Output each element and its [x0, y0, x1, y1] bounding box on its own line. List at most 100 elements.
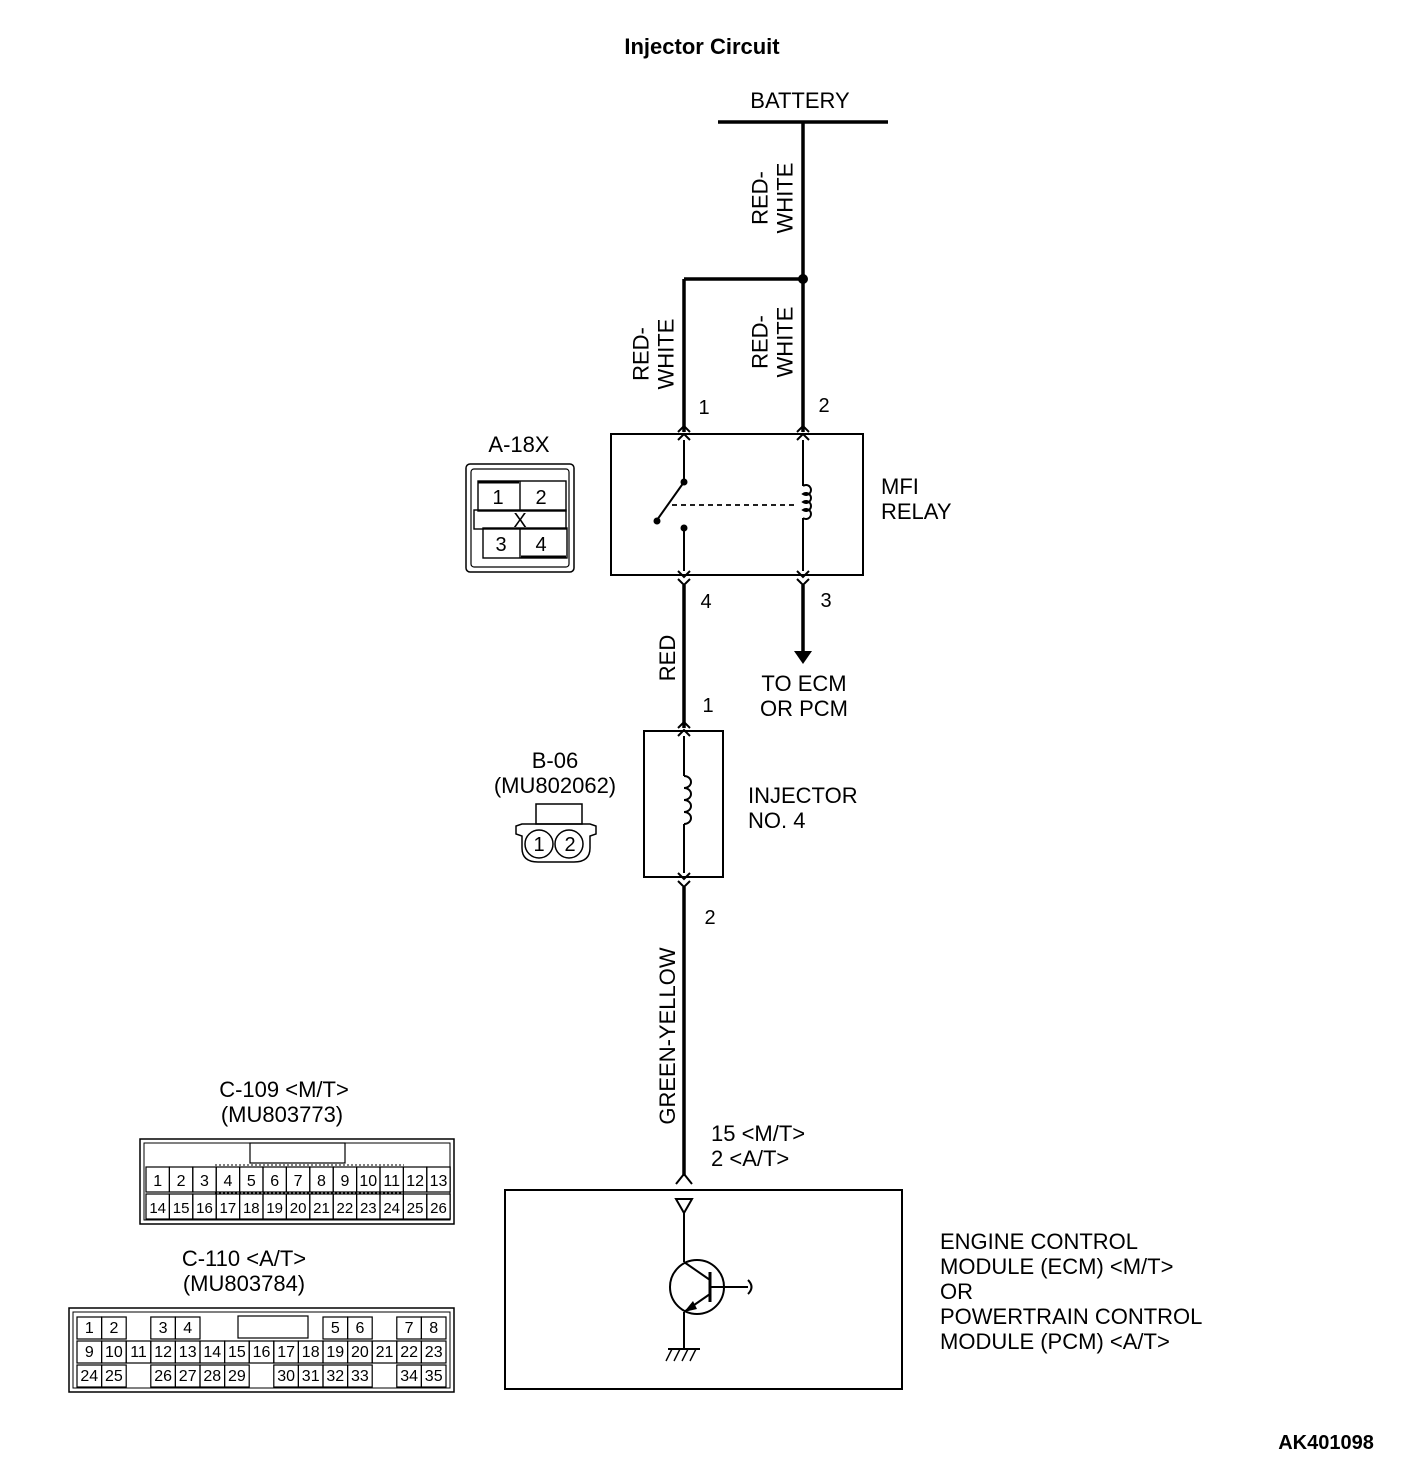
c110-row1-cell-label: 4: [183, 1320, 192, 1337]
c110-row3-cell-label: 35: [425, 1368, 443, 1385]
c109-row2-cell-label: 18: [243, 1200, 260, 1217]
module-line-3: OR: [940, 1279, 973, 1304]
c110-row2-cell-label: 22: [400, 1344, 418, 1361]
c110-row2-cell-label: 18: [302, 1344, 320, 1361]
module-pin-at: 2 <A/T>: [711, 1146, 789, 1171]
c110-row3-cell-label: 27: [179, 1368, 197, 1385]
wire-label-line: WHITE: [773, 307, 798, 378]
relay-connector-cell-4: 4: [535, 534, 546, 556]
injector-pin-2: 2: [704, 907, 715, 929]
c110-row3-cell-label: 33: [351, 1368, 369, 1385]
injector-name-line1: INJECTOR: [748, 783, 858, 808]
c110-row2-cell-label: 15: [228, 1344, 246, 1361]
c110-row1-cell-label: 1: [85, 1320, 94, 1337]
figure-id: AK401098: [1278, 1432, 1374, 1454]
c109-connector-part-no: (MU803773): [221, 1102, 343, 1127]
wire-label-line: GREEN-YELLOW: [655, 947, 680, 1124]
c109-row1-cell-label: 9: [340, 1173, 349, 1190]
c109-row1-cell-label: 7: [294, 1173, 303, 1190]
module-line-2: MODULE (ECM) <M/T>: [940, 1254, 1173, 1279]
c109-row1-cell-label: 4: [223, 1173, 232, 1190]
c109-row1-cell-label: 6: [270, 1173, 279, 1190]
relay-pin-4: 4: [700, 591, 711, 613]
relay-connector-mark: X: [513, 510, 526, 532]
c109-row2-cell-label: 17: [220, 1200, 237, 1217]
wire-label-injector-to-module: GREEN-YELLOW: [655, 947, 680, 1124]
c110-row3-cell-label: 25: [105, 1368, 123, 1385]
c110-connector-part-no: (MU803784): [183, 1271, 305, 1296]
c110-row2-cell-label: 12: [154, 1344, 172, 1361]
c109-row2-cell-label: 25: [407, 1200, 424, 1217]
relay-connector-cell-3: 3: [495, 534, 506, 556]
to-ecm-line1: TO ECM: [761, 671, 846, 696]
wire-label-relay-pin2: RED-WHITE: [748, 307, 798, 378]
c110-row3-cell-label: 30: [277, 1368, 295, 1385]
diagram-title: Injector Circuit: [624, 34, 780, 59]
c110-connector-id: C-110 <A/T>: [182, 1246, 306, 1271]
c110-row1-cell-label: 8: [429, 1320, 438, 1337]
c110-row2-cell-label: 19: [326, 1344, 344, 1361]
c110-row3-cell: [420, 1364, 447, 1388]
wire-label-line: RED-: [748, 315, 773, 369]
wire-label-line: WHITE: [654, 319, 679, 390]
injector-connector-cell-2: 2: [564, 834, 575, 856]
c109-row2-cell-label: 26: [430, 1200, 447, 1217]
c110-row2-cell-label: 10: [105, 1344, 123, 1361]
mfi-relay-box: [610, 433, 864, 576]
to-ecm-arrow: [794, 651, 812, 664]
module-driver-transistor: [665, 1198, 753, 1362]
c109-row2-cell-label: 22: [337, 1200, 354, 1217]
relay-pin-3: 3: [820, 590, 831, 612]
c109-row2-cell-label: 19: [266, 1200, 283, 1217]
c109-row1-cell-label: 2: [177, 1173, 186, 1190]
c109-row2-cell-label: 21: [313, 1200, 330, 1217]
c110-row1-cell-label: 2: [109, 1320, 118, 1337]
injector-name-line2: NO. 4: [748, 808, 805, 833]
c110-row2-cell-label: 11: [130, 1344, 147, 1361]
c110-row3-cell-label: 24: [80, 1368, 98, 1385]
injector-connector-cell-1: 1: [533, 834, 544, 856]
relay-connector-cell-2: 2: [535, 487, 546, 509]
c110-row2-cell-label: 14: [203, 1344, 221, 1361]
to-ecm-line2: OR PCM: [760, 696, 848, 721]
c109-row1-cell-label: 10: [359, 1173, 377, 1190]
c110-row3-cell-label: 31: [302, 1368, 320, 1385]
c110-row1-cell-label: 5: [331, 1320, 340, 1337]
c109-row1-cell-label: 12: [406, 1173, 424, 1190]
c109-row1-cell-label: 13: [430, 1173, 448, 1190]
c110-row3-cell-label: 26: [154, 1368, 172, 1385]
c109-row2-cell-label: 15: [173, 1200, 190, 1217]
c109-row2-cell-label: 16: [196, 1200, 213, 1217]
module-terminal-marker: [675, 1172, 693, 1185]
c110-row3-cell: [100, 1364, 127, 1388]
c109-row2-cell-label: 24: [383, 1200, 400, 1217]
injector-connector-id: B-06: [532, 748, 578, 773]
c109-row1-cell-label: 8: [317, 1173, 326, 1190]
injector-pin-1: 1: [702, 695, 713, 717]
battery-label: BATTERY: [750, 88, 850, 113]
injector-connector-part-no: (MU802062): [494, 773, 616, 798]
injector-coil: [683, 736, 692, 873]
c109-row1-cell-label: 11: [383, 1173, 400, 1190]
wire-label-line: WHITE: [773, 163, 798, 234]
c110-row2-cell-label: 9: [85, 1344, 94, 1361]
c110-row2-cell-label: 13: [179, 1344, 197, 1361]
wire-label-line: RED-: [629, 327, 654, 381]
c110-row3-cell-label: 34: [400, 1368, 418, 1385]
c110-row3-cell-label: 32: [326, 1368, 344, 1385]
c110-row2-cell-label: 20: [351, 1344, 369, 1361]
c110-row1-cell-label: 7: [405, 1320, 414, 1337]
module-line-5: MODULE (PCM) <A/T>: [940, 1329, 1170, 1354]
module-line-4: POWERTRAIN CONTROL: [940, 1304, 1202, 1329]
injector-connector-b06: [515, 803, 597, 863]
c109-row2-cell: [426, 1193, 451, 1220]
c109-row1-cell-label: 1: [153, 1173, 162, 1190]
c109-row1-cell-label: 3: [200, 1173, 209, 1190]
module-pin-mt: 15 <M/T>: [711, 1121, 805, 1146]
c109-row2-cell-label: 20: [290, 1200, 307, 1217]
module-line-1: ENGINE CONTROL: [940, 1229, 1138, 1254]
